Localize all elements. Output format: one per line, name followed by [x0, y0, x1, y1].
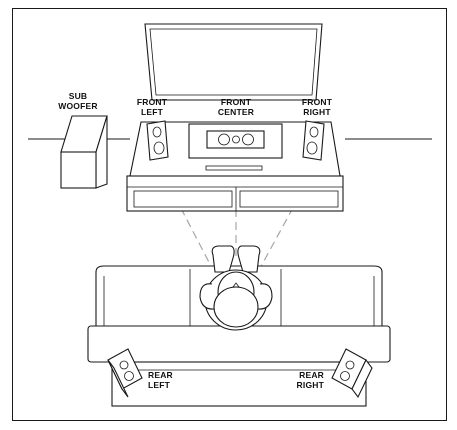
- label-rear-right: REAR RIGHT: [297, 370, 325, 390]
- label-front-left-line-2: LEFT: [141, 107, 164, 117]
- label-front-right-line-1: FRONT: [302, 97, 333, 107]
- front-left-speaker-icon: [146, 120, 169, 161]
- label-rear-left: REAR LEFT: [148, 370, 173, 390]
- label-sub-woofer: SUB WOOFER: [58, 91, 97, 111]
- label-front-left-line-1: FRONT: [137, 97, 168, 107]
- label-front-center: FRONT CENTER: [218, 97, 254, 117]
- listener-icon: [199, 245, 273, 331]
- label-sub-woofer-line-2: WOOFER: [58, 101, 97, 111]
- front-center-speaker-icon: [188, 123, 283, 171]
- label-front-center-line-2: CENTER: [218, 107, 254, 117]
- rear-right-speaker-icon: [331, 348, 373, 399]
- label-rear-right-line-2: RIGHT: [297, 380, 325, 390]
- label-front-right-line-2: RIGHT: [303, 107, 331, 117]
- tv-icon: [144, 23, 323, 101]
- label-sub-woofer-line-1: SUB: [69, 91, 88, 101]
- subwoofer-icon: [60, 115, 108, 189]
- rear-left-speaker-icon: [107, 348, 143, 398]
- sofa-icon: [87, 265, 391, 407]
- label-front-center-line-1: FRONT: [221, 97, 252, 107]
- label-front-left: FRONT LEFT: [137, 97, 168, 117]
- label-rear-left-line-2: LEFT: [148, 380, 171, 390]
- label-rear-right-line-1: REAR: [299, 370, 324, 380]
- label-front-right: FRONT RIGHT: [302, 97, 333, 117]
- front-right-speaker-icon: [302, 120, 325, 161]
- label-rear-left-line-1: REAR: [148, 370, 173, 380]
